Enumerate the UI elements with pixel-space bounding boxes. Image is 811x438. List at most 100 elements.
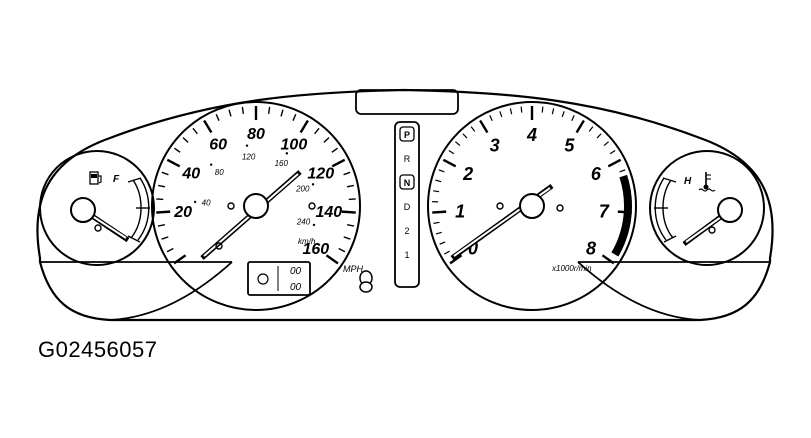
tachometer-label: 1	[455, 202, 465, 222]
tachometer-tick	[596, 133, 602, 139]
speedometer-mph-label: 140	[315, 204, 342, 221]
tachometer-tick	[444, 250, 450, 255]
speedometer-kmh-label: 160	[275, 159, 289, 168]
tachometer-tick	[470, 126, 476, 132]
fuel-gauge-dial	[39, 150, 155, 266]
fuel-gauge-scale	[137, 177, 150, 241]
tachometer-tick	[438, 169, 445, 173]
tachometer-tick	[561, 111, 565, 118]
speedometer-tick	[314, 127, 320, 135]
tachometer-tick	[489, 115, 493, 122]
fuel-tick-full	[127, 177, 142, 183]
speedometer-tick	[215, 113, 220, 121]
temp-gauge-hub	[717, 197, 743, 223]
temp-tick-hot	[662, 177, 677, 183]
coolant-temperature-icon	[698, 172, 716, 192]
fuel-pump-icon	[89, 171, 102, 185]
fuel-gauge-hub	[70, 197, 96, 223]
tachometer-label: 4	[526, 125, 537, 145]
gear-indicator-letter: N	[404, 178, 411, 188]
speedometer-tick	[182, 137, 189, 143]
tachometer-tick	[520, 106, 523, 113]
lower-bezel-left-curve	[109, 261, 233, 321]
gear-indicator-strip	[394, 121, 420, 288]
speedometer-tick	[173, 147, 181, 153]
top-display-window	[355, 89, 459, 115]
speedometer-unit-kmh: km/h	[298, 237, 316, 246]
tachometer-label: 3	[490, 135, 500, 155]
tachometer-tick	[455, 141, 461, 147]
speedometer-mph-label: 40	[181, 165, 200, 182]
tachometer-tick	[509, 108, 513, 115]
speedometer-tick	[341, 210, 356, 214]
temp-gauge-scale-inner	[662, 179, 674, 239]
speedometer-kmh-dot	[312, 223, 316, 227]
odometer-row-1: 00	[290, 266, 302, 277]
speedometer-kmh-dot	[209, 163, 213, 166]
speedometer-mph-label: 20	[173, 204, 192, 221]
speedometer-kmh-label: 200	[295, 184, 310, 193]
speedometer-tick	[203, 119, 213, 134]
tachometer-label: 0	[468, 238, 478, 258]
figure-id: G02456057	[38, 337, 158, 362]
gear-indicator-letter: 1	[404, 250, 409, 260]
speedometer-mph-label: 120	[307, 165, 334, 182]
tachometer-tick	[479, 119, 489, 134]
speedometer-tick	[323, 137, 330, 143]
tachometer-label: 6	[591, 164, 602, 184]
speedometer-kmh-dot	[311, 183, 315, 186]
lower-bezel-right-curve	[577, 261, 701, 321]
tachometer-tick	[442, 158, 457, 168]
speedometer-tick	[157, 223, 166, 227]
speedometer-tick	[166, 247, 174, 253]
speedometer-kmh-dot	[193, 200, 197, 204]
speedometer-hub	[243, 193, 269, 219]
odometer-row-2: 00	[290, 282, 302, 293]
gear-indicator-box	[399, 126, 415, 142]
fuel-gauge-scale-inner	[130, 179, 142, 239]
speedometer-mph-label: 60	[209, 137, 227, 154]
tachometer-dial	[427, 101, 637, 311]
temp-gauge-pin	[708, 226, 716, 234]
tachometer-tick	[432, 210, 447, 214]
tachometer-tick	[449, 254, 463, 265]
speedometer-tick	[192, 127, 198, 135]
tachometer-tick	[609, 149, 616, 155]
speedometer-mph-label: 80	[247, 126, 265, 143]
tachometer-tick	[551, 108, 555, 115]
trip-reset-icon	[257, 273, 269, 285]
tachometer-pin-right	[556, 204, 564, 212]
tachometer-tick	[603, 141, 609, 147]
speedometer-tick	[346, 223, 355, 227]
speedometer-tick	[343, 171, 351, 176]
tachometer-hub	[519, 193, 545, 219]
speedometer-tick	[161, 236, 169, 240]
speedometer-tick	[156, 210, 171, 214]
speedometer-tick	[338, 247, 346, 253]
gear-indicator-letter: R	[404, 154, 411, 164]
tachometer-tick	[571, 115, 575, 122]
speedometer-tick	[331, 147, 339, 153]
gear-indicator-letter: P	[404, 130, 410, 140]
tachometer-tick	[435, 179, 442, 183]
trip-reset-knob[interactable]	[359, 270, 373, 293]
odometer-display	[247, 261, 311, 296]
tachometer-tick	[439, 241, 446, 245]
gear-indicator-letter: 2	[404, 226, 409, 236]
tachometer-tick	[607, 158, 622, 168]
tachometer-redzone	[611, 174, 632, 257]
speedometer-unit-mph: MPH	[343, 264, 364, 274]
tachometer-tick	[601, 254, 615, 265]
tachometer-tick	[619, 169, 626, 173]
fuel-gauge-full-label: F	[113, 174, 120, 185]
speedometer-tick	[166, 158, 181, 168]
speedometer-tick	[331, 158, 346, 168]
temp-gauge-scale	[654, 177, 667, 241]
speedometer-ticks	[156, 106, 356, 265]
speedometer-tick	[228, 109, 232, 117]
